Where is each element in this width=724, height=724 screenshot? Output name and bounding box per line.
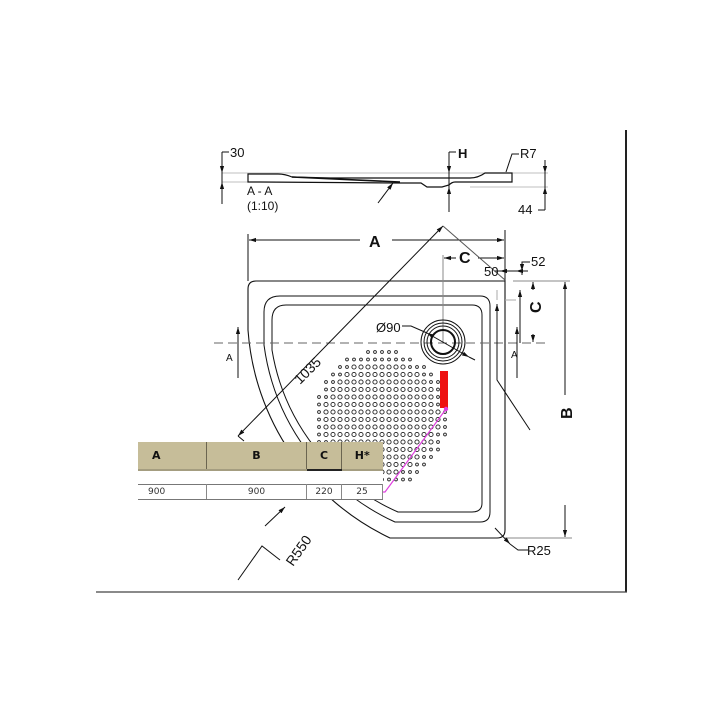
svg-text:A: A bbox=[511, 350, 518, 361]
plan-view-labels: A C 50 52 Ø90 A A R25 C B 1035 R550 bbox=[226, 234, 576, 569]
cell-c: 220 bbox=[306, 484, 342, 500]
svg-text:30: 30 bbox=[230, 145, 244, 160]
svg-text:C: C bbox=[528, 301, 545, 313]
svg-text:50: 50 bbox=[484, 264, 498, 279]
header-c: C bbox=[306, 442, 342, 471]
spec-table-header: A B C H* bbox=[138, 442, 383, 471]
svg-text:52: 52 bbox=[531, 254, 545, 269]
svg-text:44: 44 bbox=[518, 202, 532, 217]
svg-text:A: A bbox=[369, 234, 381, 251]
svg-text:(1:10): (1:10) bbox=[247, 199, 278, 213]
spec-table-gap bbox=[138, 470, 383, 485]
spec-table: A B C H* 900 900 220 25 bbox=[138, 442, 383, 500]
svg-text:H: H bbox=[458, 146, 467, 161]
svg-text:A: A bbox=[226, 353, 233, 364]
cell-b: 900 bbox=[206, 484, 307, 500]
header-b: B bbox=[206, 442, 307, 471]
drawing-frame bbox=[96, 130, 627, 593]
header-a: A bbox=[138, 442, 207, 471]
plan-view bbox=[214, 225, 572, 581]
svg-text:B: B bbox=[559, 407, 576, 419]
header-h: H* bbox=[341, 442, 383, 471]
svg-text:C: C bbox=[459, 250, 471, 267]
svg-text:Ø90: Ø90 bbox=[376, 320, 401, 335]
svg-text:R25: R25 bbox=[527, 543, 551, 558]
cell-a: 900 bbox=[138, 484, 207, 500]
red-marker bbox=[440, 371, 448, 408]
svg-text:R550: R550 bbox=[282, 532, 314, 569]
table-row: 900 900 220 25 bbox=[138, 484, 383, 500]
section-view-labels: 30 H R7 44 A - A (1:10) bbox=[230, 145, 537, 217]
anti-slip-dot-pattern bbox=[317, 350, 447, 482]
svg-text:1035: 1035 bbox=[291, 354, 324, 387]
svg-text:R7: R7 bbox=[520, 146, 537, 161]
svg-text:A - A: A - A bbox=[247, 184, 272, 198]
magenta-point bbox=[443, 406, 449, 412]
cell-h: 25 bbox=[341, 484, 383, 500]
section-view bbox=[219, 151, 548, 212]
